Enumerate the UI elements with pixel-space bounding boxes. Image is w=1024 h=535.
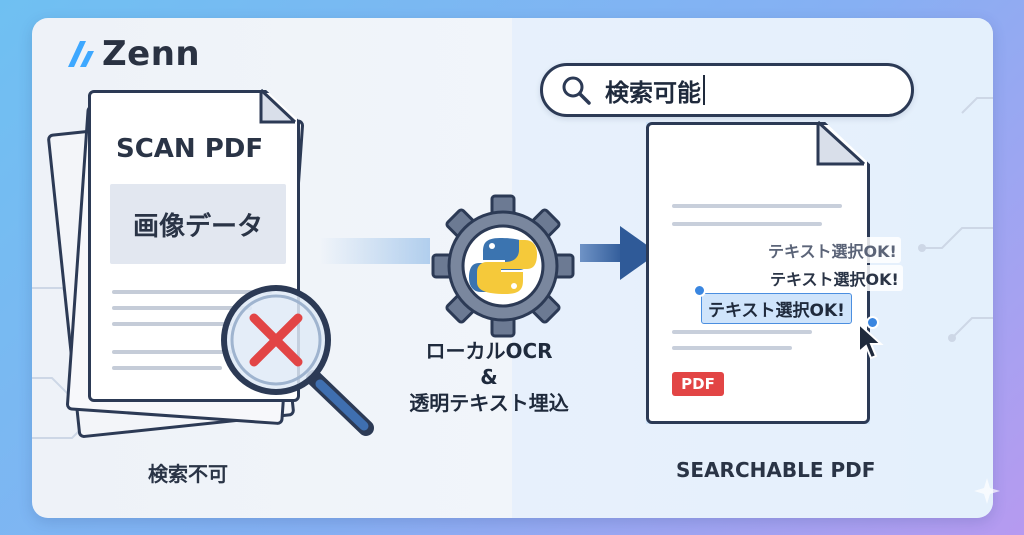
not-searchable-caption: 検索不可 (148, 462, 228, 486)
fold-outline (259, 88, 297, 124)
gear-icon (431, 194, 575, 338)
selected-text-line[interactable]: テキスト選択OK! (701, 293, 852, 324)
arrow-right-icon (580, 226, 658, 280)
logo-text: Zenn (102, 34, 201, 74)
text-line (112, 290, 272, 294)
magnifier-icon (221, 285, 374, 436)
text-line (112, 322, 232, 326)
text-line (112, 306, 252, 310)
ocr-line-1: ローカルOCR (425, 339, 553, 363)
pdf-badge: PDF (672, 372, 724, 396)
image-data-label: 画像データ (110, 184, 286, 264)
text-line (672, 330, 812, 334)
searchable-pdf-caption: SEARCHABLE PDF (676, 458, 876, 482)
cross-icon (249, 313, 303, 367)
selection-handle-start[interactable] (693, 284, 706, 297)
search-bar[interactable]: 検索可能 (540, 63, 914, 117)
selection-handle-end[interactable] (866, 316, 879, 329)
selectable-text-line[interactable]: テキスト選択OK! (766, 265, 903, 291)
text-line (672, 346, 792, 350)
search-icon (562, 76, 591, 105)
text-line (672, 222, 822, 226)
search-input-text: 検索可能 (605, 78, 701, 107)
flow-band (320, 238, 430, 264)
text-line (112, 366, 222, 370)
ocr-process-label: ローカルOCR & 透明テキスト埋込 (384, 338, 594, 416)
python-icon (469, 238, 537, 294)
text-line (112, 350, 232, 354)
sparkle-icon (974, 478, 1000, 504)
cursor-icon (858, 322, 884, 360)
selectable-text-line[interactable]: テキスト選択OK! (764, 237, 901, 263)
text-caret (703, 75, 705, 105)
ocr-line-3: 透明テキスト埋込 (409, 391, 569, 415)
fold-outline (816, 120, 866, 166)
zenn-logo: Zenn (66, 34, 200, 74)
scan-pdf-title: SCAN PDF (116, 134, 264, 164)
ocr-line-2: & (480, 365, 498, 389)
text-line (672, 204, 842, 208)
zenn-logo-icon (68, 41, 94, 67)
